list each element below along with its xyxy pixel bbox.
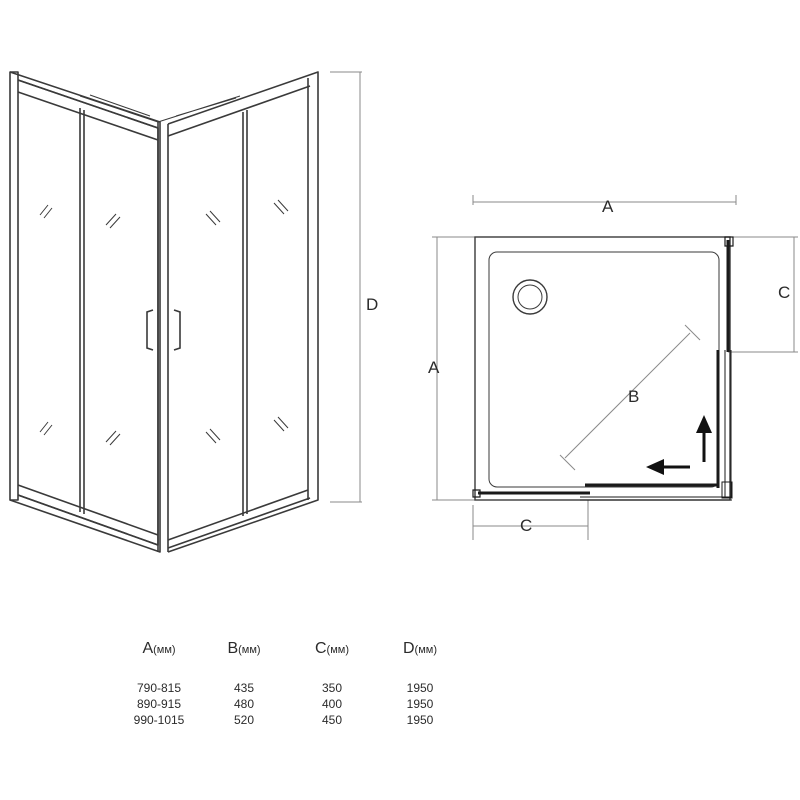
height-label: D [366, 295, 378, 314]
front-view [9, 71, 319, 553]
left-handle [146, 309, 154, 351]
table-row: 790-815 435 350 1950 [118, 680, 464, 696]
door-handles [146, 309, 181, 351]
header-c: C(мм) [314, 640, 349, 657]
cell-b: 435 [233, 681, 255, 695]
plan-opening-bottom-label: C [520, 516, 532, 535]
glass-profiles [472, 236, 734, 501]
header-a: A(мм) [142, 640, 176, 657]
left-panel-divider [79, 108, 85, 514]
cell-d: 1950 [406, 681, 434, 695]
cell-d: 1950 [406, 697, 434, 711]
cell-c: 450 [321, 713, 343, 727]
glass-reflections [39, 199, 289, 446]
dimensions-table: A(мм) B(мм) C(мм) D(мм) 790-815 435 350 … [118, 640, 464, 728]
corner-post [157, 122, 169, 552]
left-panel-frame [9, 71, 19, 501]
right-handle [173, 309, 181, 351]
cell-d: 1950 [406, 713, 434, 727]
shower-tray [474, 236, 731, 501]
cell-c: 400 [321, 697, 343, 711]
arrow-left-icon [646, 459, 690, 475]
table-row: 990-1015 520 450 1950 [118, 712, 464, 728]
cell-b: 520 [233, 713, 255, 727]
table-header-row: A(мм) B(мм) C(мм) D(мм) [118, 640, 464, 680]
cell-c: 350 [321, 681, 343, 695]
plan-opening-right-label: C [778, 283, 790, 302]
arrow-up-icon [696, 415, 712, 462]
plan-depth-label: A [428, 358, 440, 377]
cell-a: 790-815 [136, 681, 182, 695]
height-dimension [330, 71, 362, 503]
cell-a: 890-915 [136, 697, 182, 711]
drain-icon [512, 279, 548, 315]
header-b: B(мм) [227, 640, 261, 657]
plan-diagonal-label: B [628, 387, 639, 406]
table-row: 890-915 480 400 1950 [118, 696, 464, 712]
plan-width-label: A [602, 197, 614, 216]
cell-a: 990-1015 [133, 713, 185, 727]
shower-diagram: D A A C C B [9, 71, 798, 553]
header-d: D(мм) [402, 640, 437, 657]
right-panel-divider [242, 110, 248, 516]
cell-b: 480 [233, 697, 255, 711]
plan-dimensions [432, 195, 798, 540]
